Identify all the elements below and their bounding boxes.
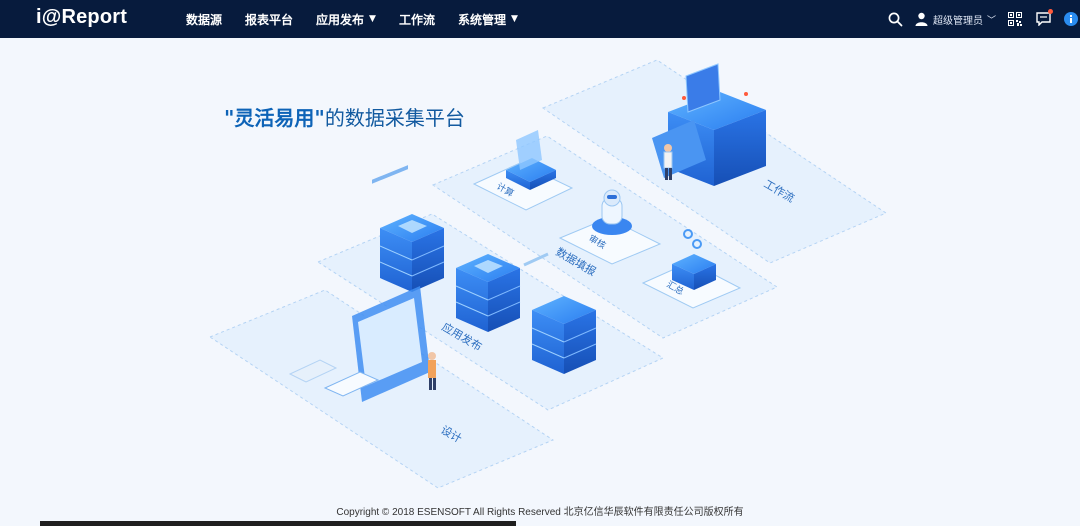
headline-quote-open: " bbox=[224, 106, 235, 130]
headline-quote-close: " bbox=[314, 106, 325, 130]
message-icon[interactable] bbox=[1034, 9, 1053, 28]
caret-down-icon: ▼ bbox=[369, 14, 376, 24]
search-icon[interactable] bbox=[887, 10, 905, 28]
caret-down-icon: ▼ bbox=[511, 14, 518, 24]
server-stack-right bbox=[531, 296, 597, 374]
workflow-machine bbox=[652, 63, 766, 186]
nav-item-system-management[interactable]: 系统管理 ▼ bbox=[458, 11, 518, 28]
header-tools: 超级管理员 ﹀ bbox=[887, 0, 1080, 38]
user-icon bbox=[915, 12, 928, 26]
user-name: 超级管理员 bbox=[932, 15, 983, 27]
app-logo[interactable]: i@Report bbox=[36, 6, 128, 28]
main-nav: 数据源 报表平台 应用发布 ▼ 工作流 系统管理 ▼ bbox=[186, 0, 541, 38]
headline-rest: 的数据采集平台 bbox=[324, 106, 465, 130]
server-stack-middle bbox=[455, 254, 521, 332]
nav-item-report-platform[interactable]: 报表平台 bbox=[245, 11, 293, 28]
main-content: 设计 应用发布 数据填报 计算 审核 汇总 工作流 "灵活易用"的数据采集平台 bbox=[0, 38, 1080, 526]
headline-emphasis: 灵活易用 bbox=[234, 106, 315, 130]
nav-item-label: 应用发布 bbox=[316, 12, 365, 27]
notification-dot bbox=[1048, 9, 1053, 14]
info-icon[interactable] bbox=[1062, 10, 1080, 28]
nav-item-label: 报表平台 bbox=[245, 12, 294, 27]
nav-item-label: 系统管理 bbox=[457, 12, 506, 27]
nav-item-label: 工作流 bbox=[398, 12, 435, 27]
nav-item-label: 数据源 bbox=[186, 12, 223, 27]
server-stack-left bbox=[379, 214, 445, 292]
footer-copyright: Copyright © 2018 ESENSOFT All Rights Res… bbox=[336, 507, 744, 518]
nav-item-app-publish[interactable]: 应用发布 ▼ bbox=[316, 11, 376, 28]
design-board bbox=[288, 165, 436, 402]
hero-headline: "灵活易用"的数据采集平台 bbox=[224, 102, 465, 131]
top-navigation-bar: i@Report 数据源 报表平台 应用发布 ▼ 工作流 系统管理 ▼ 超级管理… bbox=[0, 0, 1080, 38]
qrcode-icon[interactable] bbox=[1006, 10, 1024, 28]
calc-device bbox=[506, 130, 556, 190]
summary-cube bbox=[672, 229, 716, 290]
bottom-scrollbar[interactable] bbox=[40, 521, 516, 526]
nav-item-workflow[interactable]: 工作流 bbox=[399, 11, 435, 28]
nav-item-datasource[interactable]: 数据源 bbox=[186, 11, 222, 28]
user-menu[interactable]: 超级管理员 ﹀ bbox=[915, 12, 996, 27]
review-robot bbox=[592, 189, 632, 235]
platform-illustration: 设计 应用发布 数据填报 计算 审核 汇总 工作流 bbox=[208, 59, 888, 489]
chevron-down-icon: ﹀ bbox=[986, 15, 996, 26]
